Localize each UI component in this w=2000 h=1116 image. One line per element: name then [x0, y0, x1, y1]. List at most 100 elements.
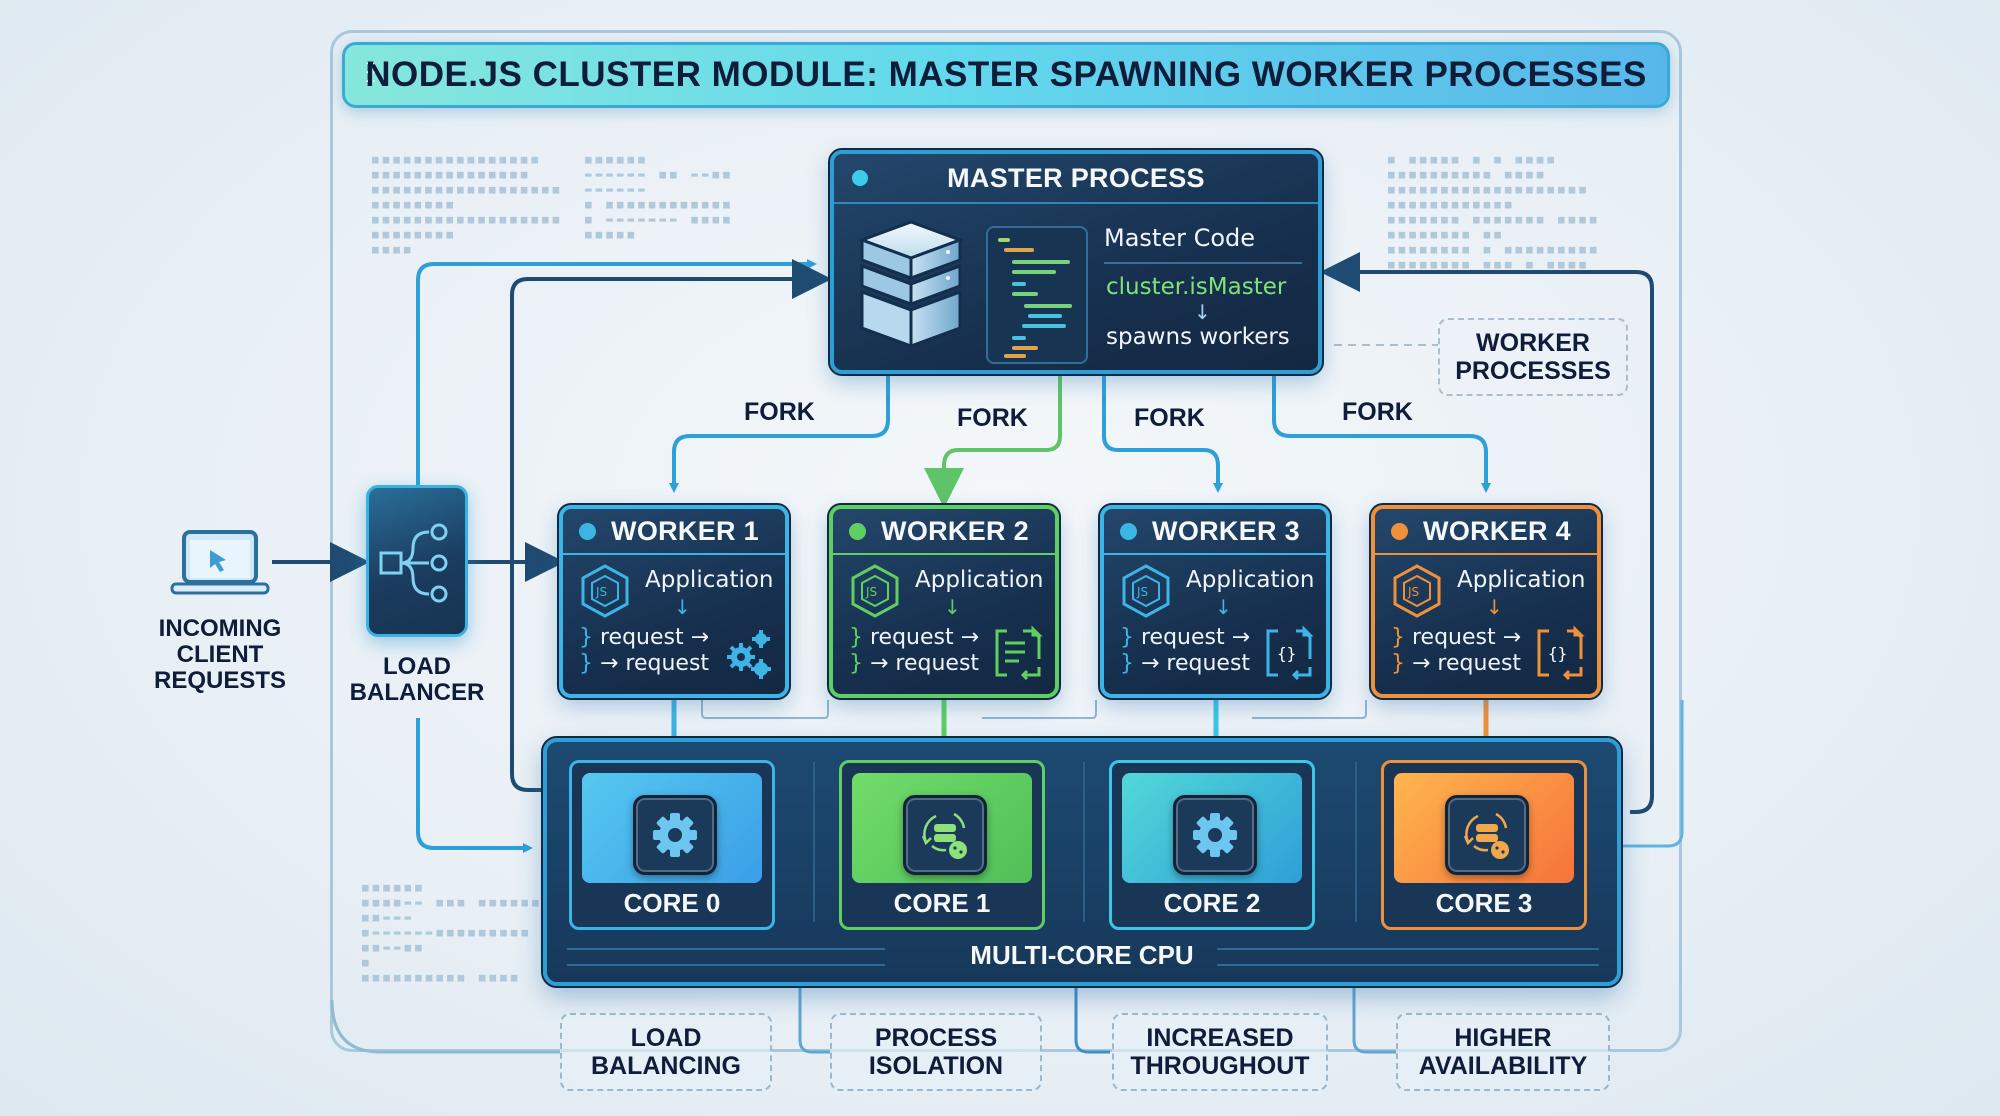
nodejs-hexagon-icon: JS	[851, 564, 899, 618]
core-3[interactable]: CORE 3	[1381, 760, 1587, 930]
worker-3-box[interactable]: WORKER 3 JS Application ↓ } request → } …	[1098, 503, 1332, 700]
fork-arrow-3	[1102, 374, 1223, 493]
request-line: } → request	[849, 651, 980, 676]
core-face	[852, 773, 1032, 883]
client-laptop-icon	[170, 528, 270, 600]
page-title: NODE.JS CLUSTER MODULE: MASTER SPAWNING …	[365, 55, 1647, 94]
title-banner: ⁚⁚⁚⁚ NODE.JS CLUSTER MODULE: MASTER SPAW…	[342, 42, 1670, 108]
database-cycle-icon	[903, 795, 987, 875]
request-line: } request →	[1391, 625, 1522, 650]
core-label: CORE 0	[623, 888, 721, 918]
worker-title: WORKER 4	[1423, 515, 1571, 546]
brace-icon: }	[1391, 625, 1405, 650]
nodejs-hexagon-icon: JS	[1122, 564, 1170, 618]
gears-icon	[723, 625, 773, 681]
document-sync-icon	[993, 625, 1043, 681]
divider	[567, 964, 885, 966]
brace-icon: }	[1120, 651, 1134, 676]
fork-arrow-1	[669, 374, 890, 493]
divider	[1083, 762, 1085, 922]
cluster-ismaster-code: cluster.isMaster	[1106, 274, 1287, 300]
status-dot	[1120, 523, 1137, 540]
worker-header: WORKER 4	[1375, 509, 1597, 555]
worker-title: WORKER 1	[611, 515, 759, 546]
nodejs-hexagon-icon: JS	[1393, 564, 1441, 618]
status-dot	[1391, 523, 1408, 540]
brace-icon: }	[849, 651, 863, 676]
request-line: } request →	[1120, 625, 1251, 650]
master-header: MASTER PROCESS	[834, 154, 1318, 204]
decorative-bar-pattern: ■■■■■■■■■■▬▬ ■■■ ■■■■■■■■▬▬▬■▬▬▬▬▬▬■■■■■…	[362, 881, 543, 984]
fork-label: FORK	[957, 404, 1028, 432]
worker-1-box[interactable]: WORKER 1 JS Application ↓ } request → } …	[557, 503, 791, 700]
svg-text:{}: {}	[1277, 644, 1296, 663]
benefit-connector	[1352, 986, 1396, 1054]
down-arrow-icon: ↓	[944, 595, 961, 619]
brace-icon: }	[1391, 651, 1405, 676]
core-face	[582, 773, 762, 883]
gear-icon	[1173, 795, 1257, 875]
svg-text:JS: JS	[1136, 585, 1148, 599]
cpu-label: MULTI-CORE CPU	[970, 940, 1194, 970]
request-line: } request →	[849, 625, 980, 650]
core-label: CORE 1	[893, 888, 991, 918]
decorative-binary-pattern: ■■■■■■■■■■■■■■■■■■■■■■■■■■■■■■■■■■■■■■■■…	[372, 153, 564, 256]
down-arrow-icon: ↓	[674, 595, 691, 619]
request-line: } → request	[1120, 651, 1251, 676]
core-label: CORE 2	[1163, 888, 1261, 918]
frame-return-line	[1621, 700, 1684, 848]
load-balancer[interactable]	[366, 485, 468, 637]
worker-header: WORKER 1	[563, 509, 785, 555]
worker-header: WORKER 3	[1104, 509, 1326, 555]
master-process-box[interactable]: MASTER PROCESS Master Code cluster.isMas…	[828, 148, 1324, 376]
core-label: CORE 3	[1435, 888, 1533, 918]
server-stack-icon	[857, 220, 965, 349]
application-label: Application	[915, 567, 1044, 593]
decorative-bar-pattern: ■■■■■■▬▬▬▬▬▬ ■■ ▬▬■■▬▬▬▬▬▬■ ■■■■■■■■■■■■…	[585, 153, 734, 241]
json-file-sync-icon: {}	[1264, 625, 1314, 681]
svg-text:JS: JS	[1407, 585, 1419, 599]
worker-title: WORKER 2	[881, 515, 1029, 546]
benefit-connector	[798, 986, 830, 1054]
worker-4-box[interactable]: WORKER 4 JS Application ↓ } request → } …	[1369, 503, 1603, 700]
core-2[interactable]: CORE 2	[1109, 760, 1315, 930]
drag-dots-icon: ⁚⁚⁚⁚	[365, 61, 378, 86]
nodejs-hexagon-icon: JS	[581, 564, 629, 618]
request-line: } request →	[579, 625, 710, 650]
brace-icon: }	[579, 625, 593, 650]
brace-icon: }	[849, 625, 863, 650]
down-arrow-icon: ↓	[1194, 300, 1211, 324]
divider	[1355, 762, 1357, 922]
core-0[interactable]: CORE 0	[569, 760, 775, 930]
json-file-sync-icon: {}	[1535, 625, 1585, 681]
multi-core-cpu: CORE 0 CORE 1 CORE 2 CORE 3 MULTI-CORE C…	[541, 736, 1623, 988]
benefit-connector	[1074, 986, 1110, 1054]
arrow-lb-to-master	[416, 259, 817, 485]
request-line: } → request	[579, 651, 710, 676]
spawns-workers-text: spawns workers	[1106, 324, 1290, 350]
divider	[1217, 964, 1599, 966]
worker-title: WORKER 3	[1152, 515, 1300, 546]
status-dot	[849, 523, 866, 540]
down-arrow-icon: ↓	[1215, 595, 1232, 619]
divider	[1104, 262, 1302, 264]
divider	[1217, 948, 1599, 950]
core-1[interactable]: CORE 1	[839, 760, 1045, 930]
decorative-binary-pattern: ■ ■■■■■ ■ ■ ■■■■■■■■■■■■■■ ■■■■ ■■■■■■■■…	[1388, 153, 1601, 271]
fork-arrow-2	[924, 374, 1062, 508]
status-dot	[579, 523, 596, 540]
database-cycle-icon	[1445, 795, 1529, 875]
application-label: Application	[645, 567, 774, 593]
arrow-lb-to-cpu	[416, 718, 533, 853]
core-face	[1394, 773, 1574, 883]
worker-2-box[interactable]: WORKER 2 JS Application ↓ } request → } …	[827, 503, 1061, 700]
benefit-connector	[330, 999, 560, 1054]
arrow-cpu-to-master-right	[1320, 252, 1654, 814]
svg-text:JS: JS	[865, 585, 877, 599]
brace-icon: }	[579, 651, 593, 676]
client-label: INCOMING CLIENT REQUESTS	[153, 615, 287, 694]
